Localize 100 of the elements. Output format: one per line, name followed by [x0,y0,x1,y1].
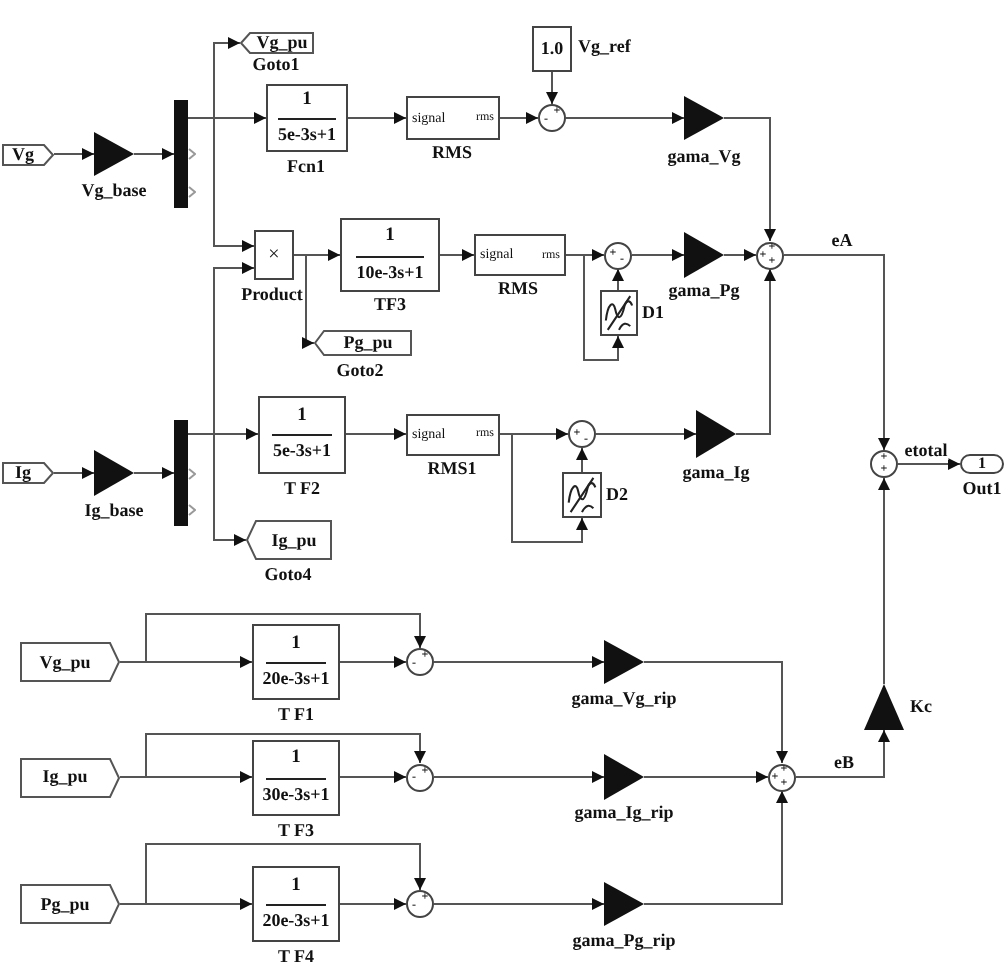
block-label: Ig_base [84,502,144,520]
signal-arrow [433,656,605,668]
block-label: T F3 [277,822,315,840]
denominator: 20e-3s+1 [262,670,330,689]
signal-name: Vg_pu [39,653,91,671]
demux-bar [174,100,188,208]
signal-arrow [339,898,407,910]
rms-block [474,234,566,276]
transfer-function-block [252,739,340,815]
signal-arrow [643,790,788,905]
denominator: 5e-3s+1 [272,442,332,461]
outport-block [960,454,1004,474]
block-label: RMS [432,144,472,162]
signal-label: eA [831,232,853,250]
signal-name: Vg [12,145,34,163]
sum-circle [768,763,796,791]
denominator: 5e-3s+1 [277,126,337,145]
numerator: 1 [302,91,312,111]
denominator: 10e-3s+1 [356,263,424,282]
sum-circle [406,648,434,676]
transfer-function-block [266,84,348,152]
constant-value: 1.0 [540,40,564,58]
signal-name: Ig [14,464,31,482]
signal-arrow [595,428,697,440]
signal-name: Ig_pu [42,768,88,786]
constant-block [532,26,572,72]
signal-arrow [546,71,558,105]
block-label: Out1 [962,480,1002,498]
block-label: gama_Pg [668,282,740,300]
gain-triangle [94,450,134,496]
block-label: Vg_ref [578,38,631,56]
from-tag [20,757,120,797]
gain-triangle [604,640,644,684]
sum-circle [538,104,566,132]
numerator: 1 [385,228,395,248]
transfer-function-block [340,218,440,292]
goto-tag [314,330,412,356]
denominator: 20e-3s+1 [262,912,330,931]
gain-triangle [604,882,644,926]
gain-triangle [696,410,736,458]
signal-arrow [339,771,407,783]
from-tag [20,884,120,924]
block-label: Fcn1 [287,158,325,176]
transfer-function-block [252,624,340,700]
port-number: 1 [978,456,986,472]
sum-circle [756,241,784,269]
block-label: Vg_base [81,182,147,200]
signal-arrow [499,112,539,124]
signal-arrow [119,613,426,663]
goto-tag [246,520,332,560]
signal-arrow [53,467,95,479]
block-label: D2 [606,486,628,504]
signal-arrow [735,268,776,435]
gain-triangle [94,132,134,176]
signal-name: Vg_pu [256,34,308,52]
signal-arrow [499,433,588,543]
numerator: 1 [297,407,307,427]
signal-arrow [133,148,175,160]
denominator: 30e-3s+1 [262,785,330,804]
signal-arrow [565,254,624,361]
sum-circle [568,420,596,448]
signal-label: eB [834,754,854,772]
block-label: T F2 [283,480,321,498]
gain-triangle [684,96,724,140]
signal-arrow [565,112,685,124]
signal-arrow [643,771,769,783]
signal-arrow [612,268,624,291]
sum-circle [870,450,898,478]
signal-arrow [293,249,341,261]
from-tag [2,143,54,165]
block-label: Goto1 [252,56,300,74]
numerator: 1 [291,635,301,655]
multiply-sign: × [268,245,280,265]
signal-arrow [576,447,588,473]
signal-name: Ig_pu [271,531,317,549]
block-label: Kc [910,698,932,716]
signal-arrow [897,458,961,470]
signal-arrow [433,898,605,910]
from-tag [2,462,54,484]
signal-arrow [119,843,426,905]
signal-arrow [439,249,475,261]
from-tag [20,642,120,682]
rms-block [406,413,500,455]
signal-arrow [345,428,407,440]
block-label: RMS1 [427,460,477,478]
block-label: Goto4 [264,566,312,584]
block-label: T F1 [277,706,315,724]
signal-name: Pg_pu [343,334,393,352]
block-label: RMS [498,280,538,298]
sum-circle [406,763,434,791]
signal-arrow [878,477,890,685]
signal-arrow [119,733,426,778]
signal-arrow [783,254,890,451]
block-label: TF3 [374,296,406,314]
signal-arrow [723,117,776,242]
numerator: 1 [291,877,301,897]
block-label: D1 [642,304,664,322]
goto-tag [240,32,314,54]
signal-arrow [53,148,95,160]
transfer-function-block [252,866,340,942]
